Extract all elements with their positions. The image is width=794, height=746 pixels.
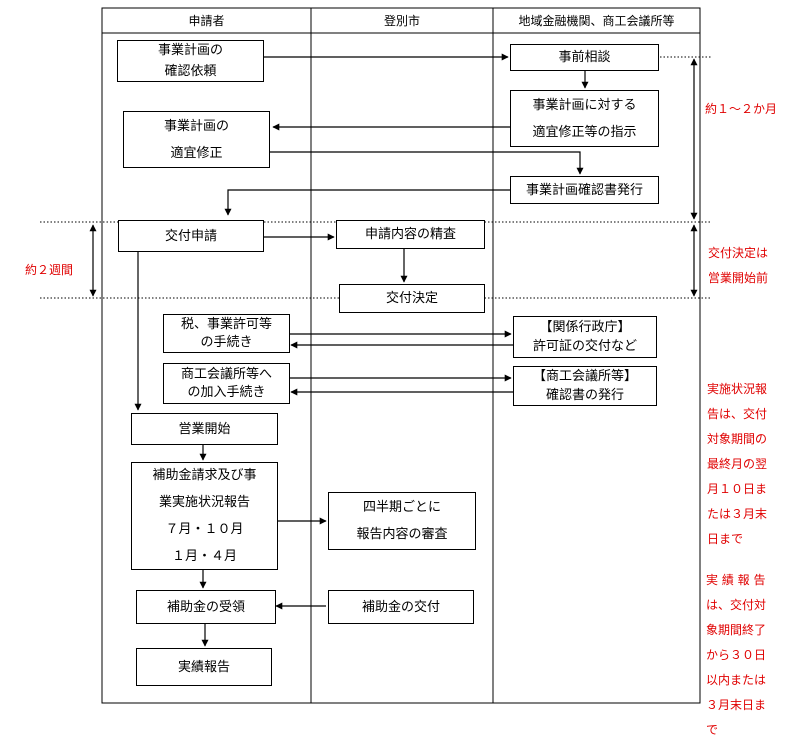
box-gov: 【関係行政庁】 許可証の交付など xyxy=(513,316,657,358)
box-result: 実績報告 xyxy=(136,648,272,686)
note-two-weeks: 約２週間 xyxy=(25,263,74,277)
note-result-report: 実 績 報 告 は、交付対 象期間終了 から３０日 以内または ３月末日ま で xyxy=(706,573,767,737)
lane-header-city: 登別市 xyxy=(383,14,420,28)
box-grant: 補助金の交付 xyxy=(328,590,474,624)
box-pre-consult: 事前相談 xyxy=(510,44,659,71)
box-open: 営業開始 xyxy=(131,413,278,445)
box-join: 商工会議所等へ の加入手続き xyxy=(163,363,290,404)
lane-header-finance: 地域金融機関、商工会議所等 xyxy=(518,14,675,28)
arrow-modify-to-cert xyxy=(270,151,584,175)
box-review: 申請内容の精査 xyxy=(336,220,485,249)
box-grant-apply: 交付申請 xyxy=(118,220,264,252)
box-claim: 補助金請求及び事 業実施状況報告 ７月・１０月 １月・４月 xyxy=(131,462,278,570)
box-receive: 補助金の受領 xyxy=(136,590,276,624)
lane-header-applicant: 申請者 xyxy=(188,14,225,28)
note-decision-before-open: 交付決定は 営業開始前 xyxy=(708,246,769,285)
box-modify: 事業計画の 適宜修正 xyxy=(123,111,270,168)
box-chamber: 【商工会議所等】 確認書の発行 xyxy=(513,366,657,406)
box-instruction: 事業計画に対する 適宜修正等の指示 xyxy=(510,90,659,147)
lane-frame xyxy=(101,7,701,704)
box-confirm-request: 事業計画の 確認依頼 xyxy=(117,40,264,82)
note-one-two-months: 約１～２か月 xyxy=(705,102,778,116)
box-cert-issue: 事業計画確認書発行 xyxy=(510,176,659,204)
box-decision: 交付決定 xyxy=(339,284,485,313)
arrow-cert-to-apply xyxy=(224,189,510,216)
box-tax: 税、事業許可等 の手続き xyxy=(163,314,290,353)
box-quarterly: 四半期ごとに 報告内容の審査 xyxy=(328,492,476,550)
note-status-report: 実施状況報 告は、交付 対象期間の 最終月の翌 月１０日ま たは３月末 日まで xyxy=(707,382,768,546)
